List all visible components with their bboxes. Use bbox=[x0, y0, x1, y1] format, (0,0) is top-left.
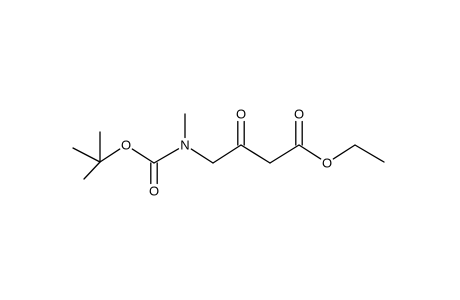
atom-label-o_est_sgl: O bbox=[322, 156, 332, 171]
atom-label-o_carb: O bbox=[149, 184, 159, 199]
bond-o_est_sgl-c_et1 bbox=[332, 144, 356, 160]
atom-label-o_keto: O bbox=[236, 107, 246, 122]
bond-c_me_c-c_quat bbox=[83, 161, 101, 180]
atom-labels: O O N O O O bbox=[121, 107, 332, 199]
atom-label-n: N bbox=[180, 138, 189, 153]
atom-label-o_est_dbl: O bbox=[294, 107, 304, 122]
bond-c_carb-n bbox=[153, 148, 180, 164]
bond-c_keto-c_ch2b bbox=[240, 144, 271, 164]
bond-c_est-o_est_sgl bbox=[298, 144, 322, 160]
atom-label-o_ester1: O bbox=[121, 138, 131, 153]
bond-c_et1-c_et2 bbox=[354, 144, 385, 163]
bond-o_ester1-c_carb bbox=[131, 148, 155, 164]
bond-c_ch2b-c_est bbox=[269, 144, 300, 164]
bond-c_quat-o_ester1 bbox=[99, 148, 121, 163]
bond-c_ch2a-c_keto bbox=[212, 144, 242, 164]
bond-n-c_ch2a bbox=[190, 148, 214, 164]
bonds bbox=[72, 113, 385, 185]
bond-c_me_a-c_quat bbox=[72, 147, 101, 163]
